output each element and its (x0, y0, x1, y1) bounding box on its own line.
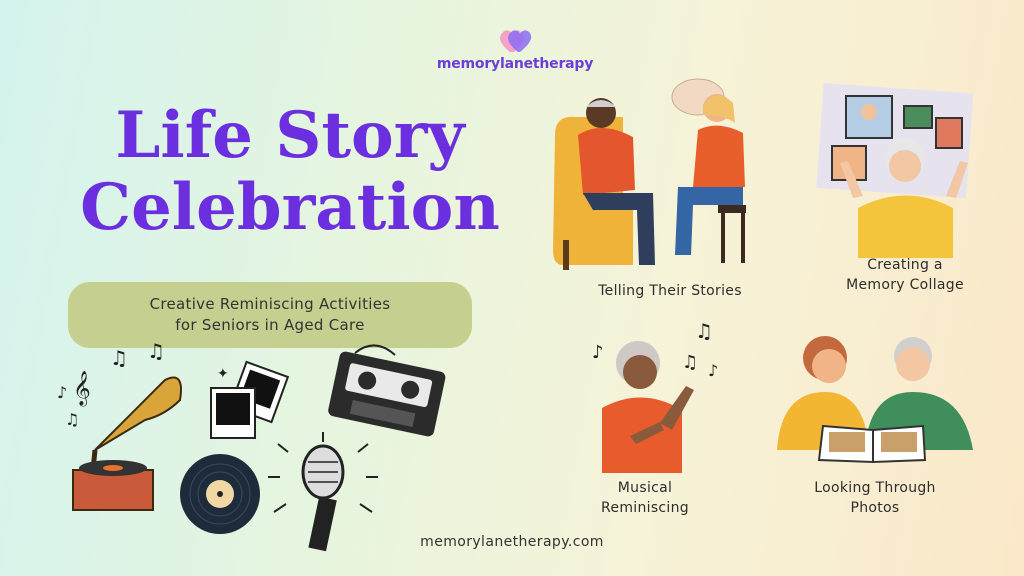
svg-text:✦: ✦ (217, 366, 229, 382)
music-notes-icon: ♪ ♫ ♫ ♪ (592, 319, 718, 380)
svg-text:♫: ♫ (682, 352, 698, 373)
activity-caption-line-1: Telling Their Stories (598, 283, 742, 299)
brand-logo: memorylanetherapy (430, 28, 600, 72)
activity-caption-line-1: Looking Through (814, 480, 936, 496)
activity-musical-reminiscing: Musical Reminiscing (560, 478, 730, 518)
svg-text:𝄞: 𝄞 (73, 371, 91, 407)
photo-album-illustration (777, 336, 973, 464)
title-line-2: Celebration (80, 170, 500, 245)
activity-telling-their-stories: Telling Their Stories (560, 281, 780, 301)
activity-caption-line-2: Reminiscing (601, 500, 689, 516)
svg-text:♪: ♪ (708, 361, 718, 380)
svg-text:♫: ♫ (695, 319, 713, 343)
svg-text:♪: ♪ (592, 342, 604, 363)
svg-text:♪: ♪ (57, 383, 67, 402)
svg-text:♫: ♫ (110, 346, 128, 370)
polaroid-photos-icon: ✦ (210, 360, 290, 439)
microphone-icon (268, 432, 378, 552)
cassette-tape-icon (328, 344, 446, 437)
storytelling-illustration (553, 78, 746, 270)
memory-collage-illustration (816, 83, 974, 258)
heart-icon (500, 30, 532, 52)
svg-text:♫: ♫ (65, 410, 79, 429)
brand-name: memorylanetherapy (436, 56, 594, 72)
subtitle-line-1: Creative Reminiscing Activities (149, 295, 391, 313)
page-title: Life Story Celebration (60, 100, 520, 244)
musical-reminiscing-illustration: ♪ ♫ ♫ ♪ (592, 319, 718, 473)
activity-caption-line-2: Memory Collage (846, 277, 964, 293)
website-url: memorylanetherapy.com (420, 534, 604, 550)
vinyl-record-icon (180, 454, 260, 534)
activity-caption-line-1: Musical (617, 480, 673, 496)
title-line-1: Life Story (115, 98, 465, 173)
activity-memory-collage: Creating a Memory Collage (810, 255, 1000, 295)
activity-caption-line-1: Creating a (867, 257, 943, 273)
subtitle-banner: Creative Reminiscing Activities for Seni… (68, 282, 472, 348)
subtitle-line-2: for Seniors in Aged Care (175, 316, 365, 334)
gramophone-icon: 𝄞 ♫ ♫ ♪ ♫ (57, 339, 182, 511)
music-notes-icon: 𝄞 ♫ ♫ ♪ ♫ (57, 339, 165, 429)
activity-looking-through-photos: Looking Through Photos (790, 478, 960, 518)
svg-text:♫: ♫ (147, 339, 165, 363)
activity-caption-line-2: Photos (850, 500, 900, 516)
